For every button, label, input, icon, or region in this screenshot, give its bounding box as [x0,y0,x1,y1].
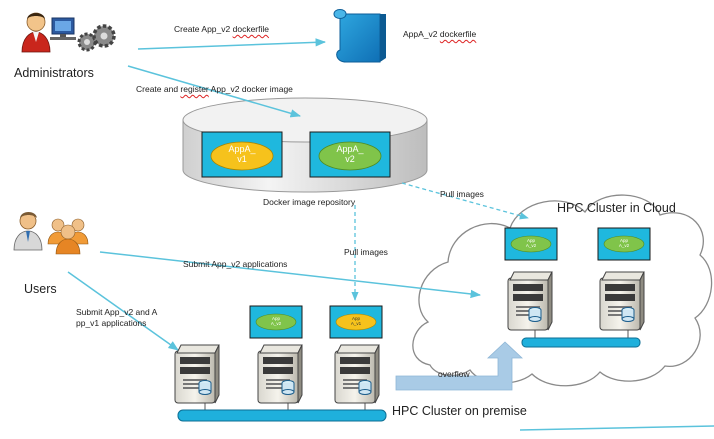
cloud-disk-1 [528,307,542,322]
cloud-server-1 [507,271,553,331]
cloud-cluster-title: HPC Cluster in Cloud [557,201,676,215]
create-dockerfile-prefix: Create [174,24,202,34]
users-icon [13,212,89,255]
premise-disk-3 [358,380,372,395]
overflow-arrow [395,341,524,391]
repo-image-v2-oval [318,141,382,171]
premise-cluster-title: HPC Cluster on premise [392,404,527,418]
premise-disk-1 [198,380,212,395]
premise-chip-v2-line1: App [271,316,280,321]
premise-chip-v2-oval [255,313,297,331]
repo-image-v1-oval [210,141,274,171]
create-dockerfile-label: Create App_v2 dockerfile [174,24,269,34]
bottom-right-line [519,425,714,431]
premise-server-1 [174,344,220,404]
repo-image-v2-line2: v2 [345,154,355,164]
register-word: register [180,84,209,94]
cloud-server-2 [599,271,645,331]
submit-both-line1: Submit App_v2 and A [76,307,158,317]
arrow-create-dockerfile [137,38,327,50]
administrator-icon [21,12,76,53]
repo-image-v1-line1: AppA_ [228,144,256,154]
repository-label: Docker image repository [263,197,356,207]
users-label: Users [24,282,57,296]
create-dockerfile-app: App_v2 [201,24,231,34]
arrow-pull-cloud [401,182,529,220]
premise-chip-v2-line2: A_v2 [270,321,282,326]
arrow-submit-both [67,271,179,351]
cloud-chip-2-oval [603,235,645,253]
arrow-register-image [127,65,302,118]
register-image-label: Create and register App_v2 docker image [136,84,293,94]
dockerfile-label-word: dockerfile [439,29,477,39]
overflow-label: overflow [438,369,470,379]
premise-chip-v1-line2: A_v1 [350,321,362,326]
premise-server-2 [257,344,303,404]
create-dockerfile-word: dockerfile [232,24,270,34]
premise-disk-2 [281,380,295,395]
cloud-chip-1-oval [510,235,552,253]
cloud-chip-1-line1: App [526,238,535,243]
cloud-bus [521,328,641,348]
dockerfile-label: AppA_v2 dockerfile [403,29,476,39]
administrators-label: Administrators [14,66,94,80]
repo-image-v2-line1: AppA_ [336,144,364,154]
arrow-submit-v2 [99,251,482,299]
gears-icon [77,24,116,52]
dockerfile-label-prefix: AppA_v2 [403,29,440,39]
premise-server-3 [334,344,380,404]
cloud-shape [412,194,713,387]
pull-images-premise-label: Pull images [344,247,388,257]
register-prefix: Create and [136,84,181,94]
submit-v2-label: Submit App_v2 applications [183,259,288,269]
premise-bus [177,398,387,422]
cloud-disk-2 [621,307,635,322]
pull-images-cloud-label: Pull images [440,189,484,199]
repo-image-v1-line2: v1 [237,154,247,164]
repo-image-v1-label: AppA_v1 [202,144,282,164]
cloud-chip-1-line2: A_v2 [525,243,537,248]
register-app: App_v2 [210,84,240,94]
cloud-chip-2-line2: A_v2 [618,243,630,248]
premise-chip-v1-line1: App [351,316,360,321]
repo-image-v2-label: AppA_v2 [310,144,390,164]
submit-both-line2: pp_v1 applications [76,318,147,328]
register-suffix: docker image [239,84,293,94]
premise-chip-v1-oval [335,313,377,331]
cloud-chip-2-line1: App [619,238,628,243]
dockerfile-icon [333,9,386,63]
